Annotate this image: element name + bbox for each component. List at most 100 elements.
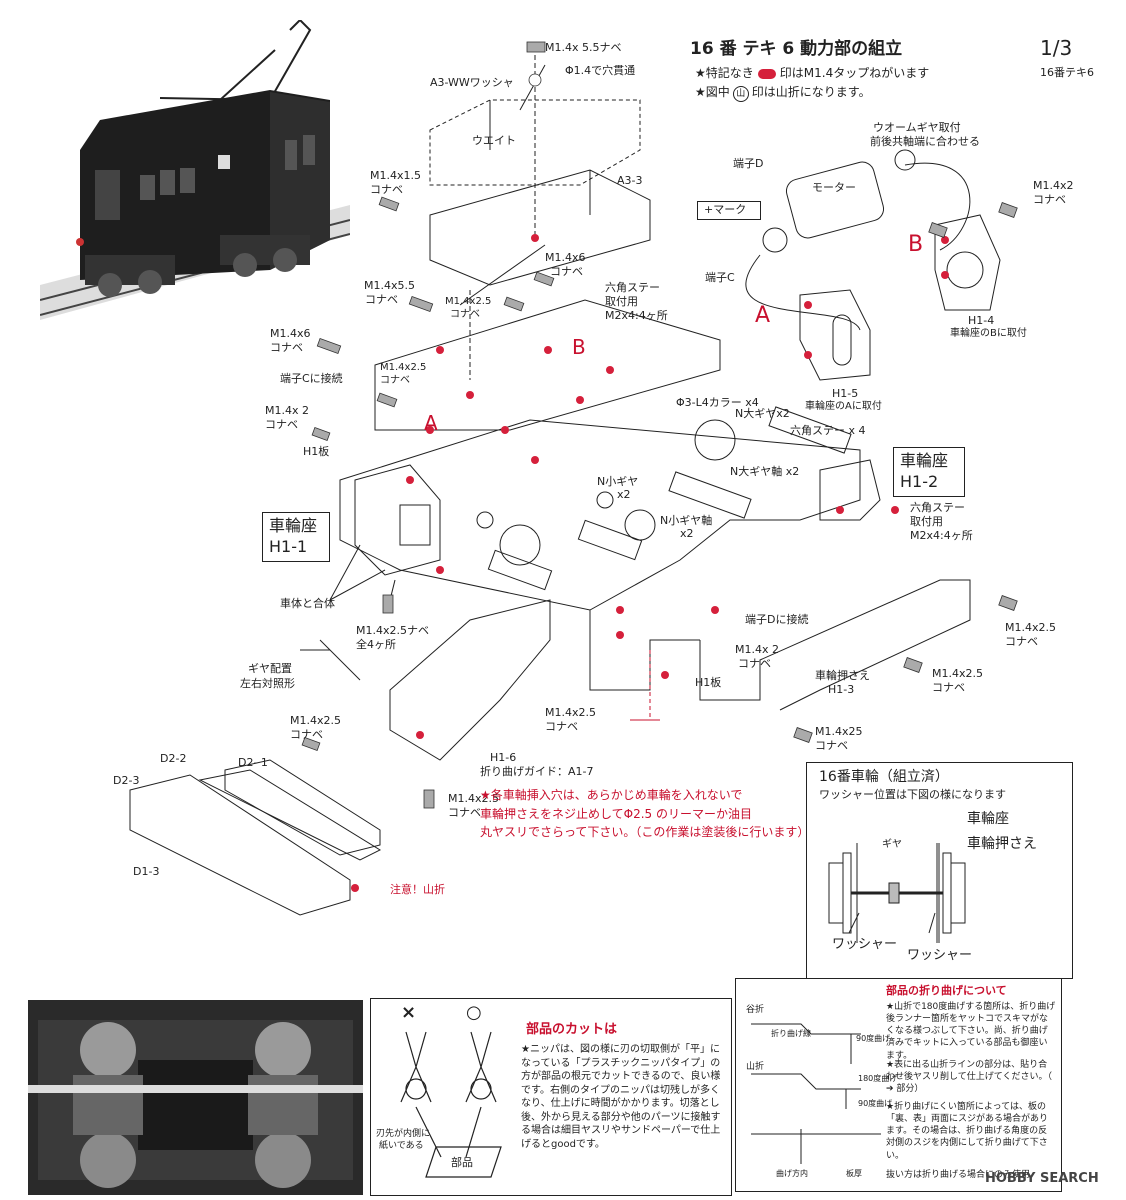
fold-outer: 板厚 (846, 1169, 862, 1178)
label-d23: D2-3 (113, 774, 140, 787)
label-a33: A3-3 (617, 174, 643, 187)
label-weight: ウエイト (472, 134, 516, 147)
label-h15: H1-5 (832, 387, 859, 400)
label-toritsuke-1: 取付用 (605, 295, 638, 308)
label-m14x2-c: M1.4x2 (1033, 179, 1074, 192)
wheel-box-washer-right: ワッシャー (907, 948, 973, 963)
wheel-box-washer-left: ワッシャー (832, 937, 898, 952)
marker-b-frame: B (572, 335, 586, 359)
label-m2x4-2: M2x4:4ヶ所 (910, 529, 973, 542)
label-n-small-x2: x2 (617, 488, 631, 501)
fold-text-3: ★折り曲げにくい箇所によっては、板の「裏、表」両面にスジがある場合があります。そ… (886, 1102, 1049, 1161)
fold-90b: 90度曲げ (858, 1099, 893, 1108)
label-zen4: 全4ヶ所 (356, 638, 396, 651)
label-konabe-3: コナベ (365, 293, 398, 306)
label-m14x6-a: M1.4x6 (545, 251, 586, 264)
label-washer: A3-WWワッシャ (430, 76, 514, 89)
fold-yama: 山折 (746, 1062, 765, 1072)
label-rokkaku-stay: 六角ステー (605, 281, 660, 294)
fold-180: 180度曲げ (858, 1074, 898, 1083)
label-konabe-12: コナベ (545, 720, 578, 733)
locomotive-photo (39, 18, 351, 320)
label-toritsuke-2: 取付用 (910, 515, 943, 528)
fold-text-1: ★山折で180度曲げする箇所は、折り曲げ後ランナー箇所をヤットコでスキマがなくな… (886, 1002, 1056, 1061)
nipper-drawing (400, 1031, 502, 1178)
label-m14x55: M1.4x5.5 (364, 279, 415, 292)
label-h1ita-a: H1板 (303, 445, 330, 458)
fold-90: 90度曲げ (856, 1034, 891, 1043)
underside-photo (28, 1000, 363, 1195)
label-m14x2-b: M1.4x 2 (735, 643, 779, 656)
page-subtitle: 16番テキ6 (1040, 66, 1094, 79)
cut-blade-2: 紙いである (379, 1141, 424, 1151)
wheel-axle-drawing (828, 843, 966, 943)
label-m14x25-a: M1.4x2.5 (445, 296, 492, 307)
label-gear-haichi: ギヤ配置 (248, 662, 292, 675)
label-konabe-8: コナベ (738, 657, 771, 670)
label-m14x25-e: M1.4x25 (815, 725, 863, 738)
fold-inner: 曲げ方内 (776, 1169, 808, 1178)
label-m14x25-d: M1.4x2.5 (932, 667, 983, 680)
page-number: 1/3 (1040, 36, 1073, 60)
label-d13: D1-3 (133, 865, 160, 878)
fold-text-2: ★表に出る山折ラインの部分は、貼り合わせ後ヤスリ削して仕上げてください。（ ➔ … (886, 1060, 1052, 1095)
fold-text-4: 抜い方は折り曲げる場合にのみ使用 (886, 1170, 1031, 1180)
label-hole: Φ1.4で穴貫通 (565, 64, 636, 77)
label-konabe-13: コナベ (290, 728, 323, 741)
parts-fold-box: 谷折 折り曲げ線 90度曲げ 山折 180度曲げ 90度曲げ 曲げ方内 板厚 部… (735, 978, 1062, 1192)
label-sayu: 左右対照形 (240, 677, 295, 690)
marker-b-h14: B (908, 232, 924, 257)
label-m14x2-a: M1.4x 2 (265, 404, 309, 417)
label-m14x25-f: M1.4x2.5 (545, 706, 596, 719)
label-rokkaku-stay-b: 六角ステー (910, 501, 965, 514)
label-m14x25-c: M1.4x2.5 (1005, 621, 1056, 634)
watermark: HOBBY SEARCH (985, 1171, 1099, 1186)
label-body-join: 車体と合体 (280, 597, 335, 610)
label-collar: Φ3-L4カラー x4 (676, 396, 759, 409)
wheel-box-gear: ギヤ (882, 839, 902, 850)
exploded-assembly-diagram (129, 41, 1018, 916)
label-caution-fold: 注意！山折 (390, 883, 445, 896)
label-n-large-gear-axle: N大ギヤ軸 x2 (730, 465, 800, 478)
label-d21: D2- 1 (238, 756, 268, 769)
label-tanshi-d: 端子D (733, 157, 764, 170)
marker-a-frame: A (424, 411, 438, 435)
label-tanshi-c: 端子C (705, 271, 735, 284)
label-konabe-1: コナベ (370, 183, 403, 196)
label-n-large-gear: N大ギヤx2 (735, 407, 790, 420)
label-wheel-holder: 車輪押さえ (815, 669, 870, 682)
wheel-box-holder: 車輪押さえ (967, 836, 1037, 852)
label-m14x25-h: M1.4x2.5 (448, 792, 499, 805)
label-rokkaku-stay-x4: 六角ステー x 4 (790, 424, 866, 437)
label-m14x25-g: M1.4x2.5 (290, 714, 341, 727)
page-title: 16 番 テキ 6 動力部の組立 (690, 39, 903, 59)
wheel-box-seat: 車輪座 (967, 811, 1009, 827)
label-n-small-gear-axle: N小ギヤ軸 (660, 514, 713, 527)
label-h14: H1-4 (968, 314, 995, 327)
label-konabe-5: コナベ (270, 341, 303, 354)
label-d22: D2-2 (160, 752, 187, 765)
label-m14x25-b: M1.4x2.5 (380, 362, 427, 373)
label-worm-2: 前後共軸端に合わせる (870, 135, 980, 148)
label-konabe-2: コナベ (550, 265, 583, 278)
cut-x-mark: × (401, 1002, 417, 1023)
label-m14x25-nabe: M1.4x2.5ナベ (356, 624, 429, 637)
label-h1ita-b: H1板 (695, 676, 722, 689)
wheel-box-sub: ワッシャー位置は下図の様になります (819, 788, 1006, 801)
label-konabe-7: コナベ (265, 418, 298, 431)
label-h13: H1-3 (828, 683, 855, 696)
label-h16: H1-6 (490, 751, 517, 764)
label-konabe-11: コナベ (815, 739, 848, 752)
label-konabe-14: コナベ (448, 806, 481, 819)
label-konabe-10: コナベ (932, 681, 965, 694)
label-konabe-15: コナベ (1033, 193, 1066, 206)
label-konabe-6: コナベ (380, 375, 410, 386)
wheel-assembly-box: 16番車輪（組立済） ワッシャー位置は下図の様になります 車輪座 車輪押さえ ギ… (806, 762, 1073, 979)
fold-tani: 谷折 (746, 1005, 765, 1015)
label-h14-note: 車輪座のBに取付 (950, 328, 1027, 339)
fold-title: 部品の折り曲げについて (886, 984, 1007, 997)
wheel-box-title: 16番車輪（組立済） (819, 769, 949, 785)
wheel-seat-h11-box: 車輪座 H1-1 (262, 512, 330, 562)
cut-part-label: 部品 (451, 1156, 473, 1169)
red-note: ★各車軸挿入穴は、あらかじめ車輪を入れないで 車輪押さえをネジ止めしてΦ2.5 … (480, 788, 810, 840)
